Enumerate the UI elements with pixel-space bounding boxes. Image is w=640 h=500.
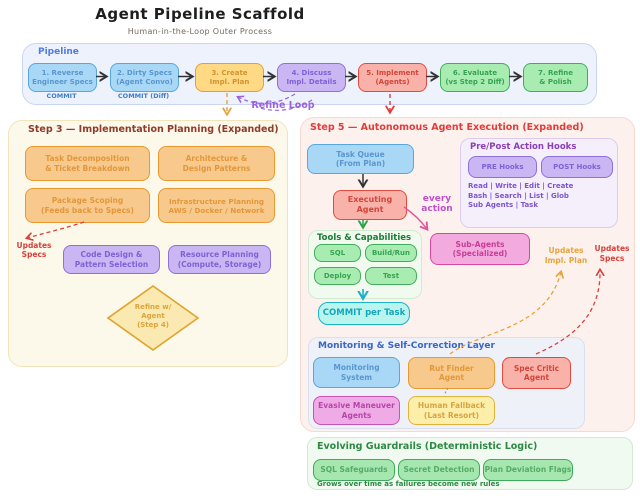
refine-loop-label: Refine Loop	[251, 100, 315, 111]
hooks-title: Pre/Post Action Hooks	[470, 142, 577, 152]
monitoring-title: Monitoring & Self-Correction Layer	[318, 341, 495, 351]
step3-title: Step 3 — Implementation Planning (Expand…	[28, 124, 279, 135]
refine-diamond-label: Refine w/ Agent (Step 4)	[134, 303, 172, 330]
node-secret-detection: Secret Detection	[398, 459, 480, 481]
node-tool-sql: SQL	[314, 244, 361, 262]
updates-impl-plan-label: Updates Impl. Plan	[544, 246, 588, 265]
node-code-design: Code Design & Pattern Selection	[63, 245, 160, 274]
node-executing-agent: Executing Agent	[333, 190, 407, 220]
tools-title: Tools & Capabilities	[317, 233, 412, 243]
pipeline-step-3: 3. Create Impl. Plan	[195, 63, 264, 92]
node-tool-test: Test	[365, 267, 417, 285]
node-tool-deploy: Deploy	[314, 267, 361, 285]
commit-note-2: COMMIT (Diff)	[117, 92, 170, 100]
node-rut-finder-agent: Rut Finder Agent	[408, 357, 495, 389]
node-task-decomposition: Task Decomposition & Ticket Breakdown	[25, 146, 150, 181]
guardrails-title: Evolving Guardrails (Deterministic Logic…	[317, 441, 538, 452]
node-sql-safeguards: SQL Safeguards	[313, 459, 395, 481]
node-pre-hooks: PRE Hooks	[468, 156, 537, 178]
updates-specs-right-label: Updates Specs	[594, 244, 630, 263]
node-monitoring-system: Monitoring System	[313, 357, 400, 388]
hooks-panel	[460, 138, 618, 228]
pipeline-label: Pipeline	[38, 47, 79, 57]
node-resource-planning: Resource Planning (Compute, Storage)	[168, 245, 271, 274]
pipeline-step-4: 4. Discuss Impl. Details	[277, 63, 346, 92]
node-tool-build-run: Build/Run	[365, 244, 417, 262]
page-subtitle: Human-in-the-Loop Outer Process	[127, 27, 273, 36]
node-human-fallback: Human Fallback (Last Resort)	[408, 396, 495, 425]
updates-specs-left-label: Updates Specs	[16, 241, 52, 259]
node-commit-per-task: COMMIT per Task	[318, 302, 410, 325]
guardrails-footnote: Grows over time as failures become new r…	[317, 480, 500, 488]
pipeline-step-6: 6. Evaluate (vs Step 2 Diff)	[440, 63, 510, 92]
node-architecture-patterns: Architecture & Design Patterns	[158, 146, 275, 181]
pipeline-step-2: 2. Dirty Specs (Agent Convo)	[110, 63, 179, 92]
page-title: Agent Pipeline Scaffold	[95, 5, 305, 23]
pipeline-step-5: 5. Implement (Agents)	[358, 63, 427, 92]
node-evasive-maneuver-agents: Evasive Maneuver Agents	[313, 396, 400, 425]
node-spec-critic-agent: Spec Critic Agent	[502, 357, 571, 389]
commit-note-1: COMMIT	[46, 92, 77, 100]
node-plan-deviation-flags: Plan Deviation Flags	[483, 459, 573, 481]
node-sub-agents: Sub-Agents (Specialized)	[430, 233, 530, 265]
pipeline-step-1: 1. Reverse Engineer Specs	[28, 63, 97, 92]
node-infrastructure-planning: Infrastructure Planning AWS / Docker / N…	[158, 188, 275, 223]
every-action-label: every action	[421, 194, 453, 214]
hooks-tool-list: Read | Write | Edit | Create Bash | Sear…	[468, 182, 574, 209]
node-package-scoping: Package Scoping (Feeds back to Specs)	[25, 188, 150, 223]
tools-panel	[308, 230, 422, 299]
pipeline-step-7: 7. Refine & Polish	[523, 63, 588, 92]
step5-title: Step 5 — Autonomous Agent Execution (Exp…	[310, 122, 584, 133]
node-post-hooks: POST Hooks	[541, 156, 613, 178]
node-task-queue: Task Queue (From Plan)	[307, 144, 414, 174]
